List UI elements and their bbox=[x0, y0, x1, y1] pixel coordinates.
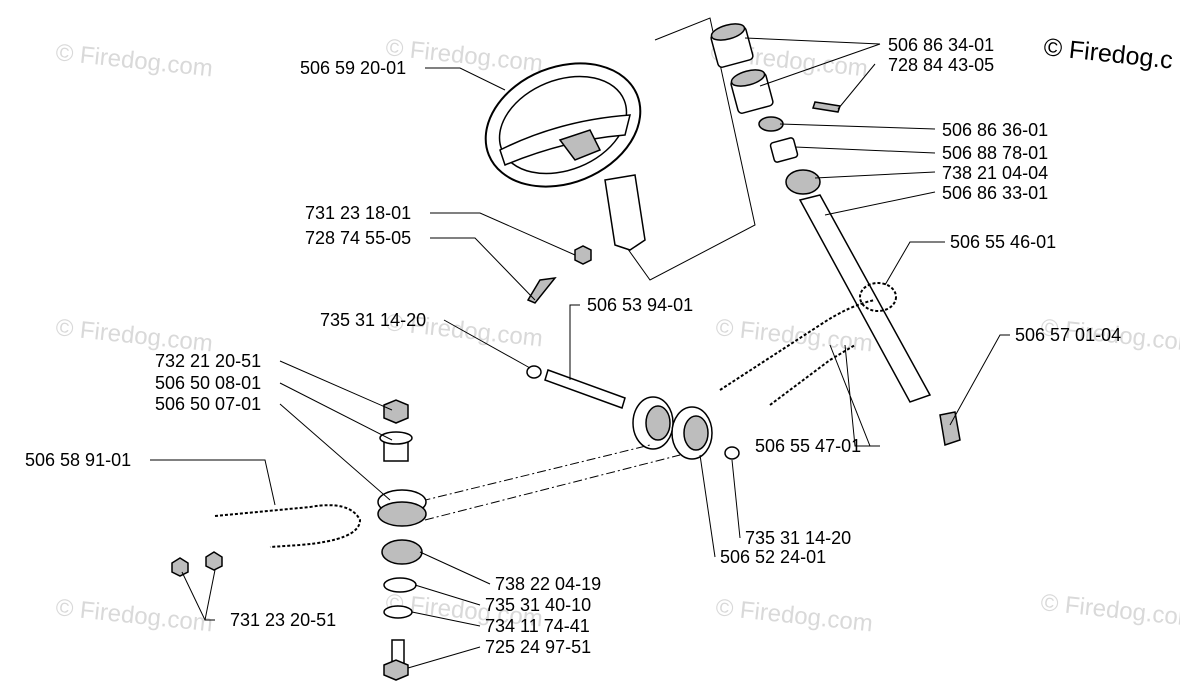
hex-nut bbox=[574, 245, 592, 265]
part-label: 506 86 36-01 bbox=[942, 120, 1048, 140]
part-label: 506 52 24-01 bbox=[720, 547, 826, 567]
screw bbox=[526, 277, 557, 304]
pulleys bbox=[632, 396, 740, 460]
watermark: © Firedog.com bbox=[54, 594, 214, 637]
steering-column-parts bbox=[710, 23, 961, 446]
part-label: 506 55 46-01 bbox=[950, 232, 1056, 252]
part-label: 506 50 07-01 bbox=[155, 394, 261, 414]
part-label: 506 53 94-01 bbox=[587, 295, 693, 315]
part-label: 735 31 14-20 bbox=[320, 310, 426, 330]
watermark: © Firedog.com bbox=[1039, 589, 1180, 632]
part-label: 506 59 20-01 bbox=[300, 58, 406, 78]
part-label: 725 24 97-51 bbox=[485, 637, 591, 657]
part-label: 728 74 55-05 bbox=[305, 228, 411, 248]
cables bbox=[214, 299, 876, 548]
part-label: 506 58 91-01 bbox=[25, 450, 131, 470]
shaft bbox=[544, 369, 626, 409]
part-label: 735 31 40-10 bbox=[485, 595, 591, 615]
watermark: © Firedog.com bbox=[714, 594, 874, 637]
watermark: © Firedog.com bbox=[714, 314, 874, 357]
part-labels: 506 59 20-01 731 23 18-01 728 74 55-05 5… bbox=[25, 35, 1121, 657]
part-label: 506 86 33-01 bbox=[942, 183, 1048, 203]
leader-lines bbox=[150, 37, 1010, 669]
nut-left bbox=[205, 551, 223, 571]
part-label: 728 84 43-05 bbox=[888, 55, 994, 75]
watermark: © Firedog.com bbox=[384, 34, 544, 77]
part-label: 506 57 01-04 bbox=[1015, 325, 1121, 345]
watermark-main: © Firedog.c bbox=[1042, 33, 1174, 74]
steering-wheel bbox=[484, 62, 646, 251]
part-label: 738 22 04-19 bbox=[495, 574, 601, 594]
part-label: 734 11 74-41 bbox=[485, 616, 590, 636]
assembly-bracket bbox=[624, 17, 756, 281]
part-label: 731 23 20-51 bbox=[230, 610, 336, 630]
part-label: 732 21 20-51 bbox=[155, 351, 261, 371]
watermark: © Firedog.com bbox=[54, 39, 214, 82]
part-label: 506 86 34-01 bbox=[888, 35, 994, 55]
lower-stack bbox=[377, 399, 427, 681]
part-label: 735 31 14-20 bbox=[745, 528, 851, 548]
part-label: 506 50 08-01 bbox=[155, 373, 261, 393]
part-label: 731 23 18-01 bbox=[305, 203, 411, 223]
nut-left bbox=[171, 557, 189, 577]
part-label: 506 55 47-01 bbox=[755, 436, 861, 456]
nut bbox=[526, 365, 542, 379]
part-label: 506 88 78-01 bbox=[942, 143, 1048, 163]
part-label: 738 21 04-04 bbox=[942, 163, 1048, 183]
